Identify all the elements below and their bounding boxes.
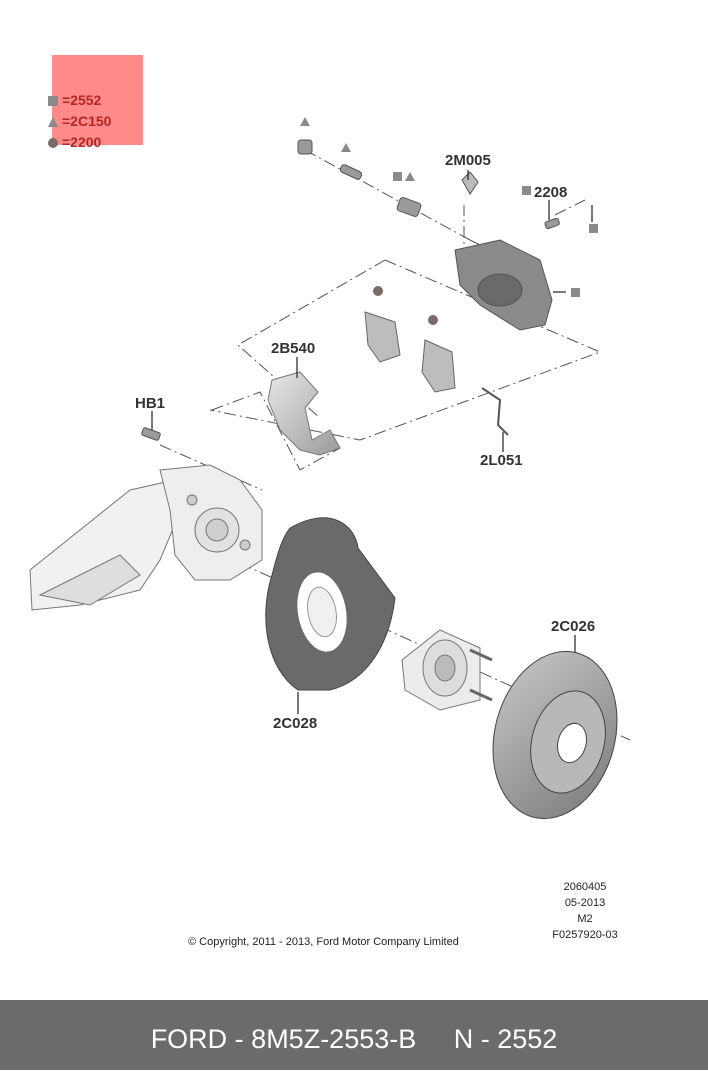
meta-line: M2 [577,913,593,925]
label-caliper: 2M005 [445,152,491,169]
drawing-meta: 2060405 05-2013 M2 F0257920-03 [540,879,630,943]
legend-text: =2552 [62,92,102,108]
label-bleeder: 2208 [534,184,567,201]
meta-line: 2060405 [563,881,607,893]
brake-pads [364,311,456,393]
label-bolt: HB1 [135,395,165,412]
legend-item-circle: =2200 [48,133,101,151]
meta-line: 05-2013 [564,897,606,909]
brake-caliper [454,239,553,331]
exploded-brake-diagram: 2M005 2208 2B540 HB1 2L051 2C028 2C026 [29,117,631,820]
callout-markers [300,117,598,325]
hardware [141,139,560,441]
legend-panel [52,55,143,145]
label-dust-shield: 2C028 [273,715,317,732]
knuckle-arm [29,464,263,611]
label-disc: 2C026 [551,618,595,635]
legend-item-square: =2552 [48,91,101,109]
square-icon [48,96,58,106]
meta-line: F0257920-03 [552,929,618,941]
brake-disc [492,650,618,820]
label-hose-clip: 2L051 [480,452,523,469]
circle-icon [48,138,58,148]
copyright: © Copyright, 2011 - 2013, Ford Motor Com… [188,936,459,948]
label-bracket: 2B540 [271,340,315,357]
footer-part-number: FORD - 8M5Z-2553-B N - 2552 [0,1000,708,1070]
legend-text: =2C150 [62,113,112,129]
wheel-hub [401,629,493,711]
triangle-icon [48,117,58,127]
dust-shield [265,517,396,691]
caliper-bracket [267,371,341,456]
leader-lines [151,170,593,714]
legend-item-triangle: =2C150 [48,112,111,130]
legend-text: =2200 [62,134,102,150]
